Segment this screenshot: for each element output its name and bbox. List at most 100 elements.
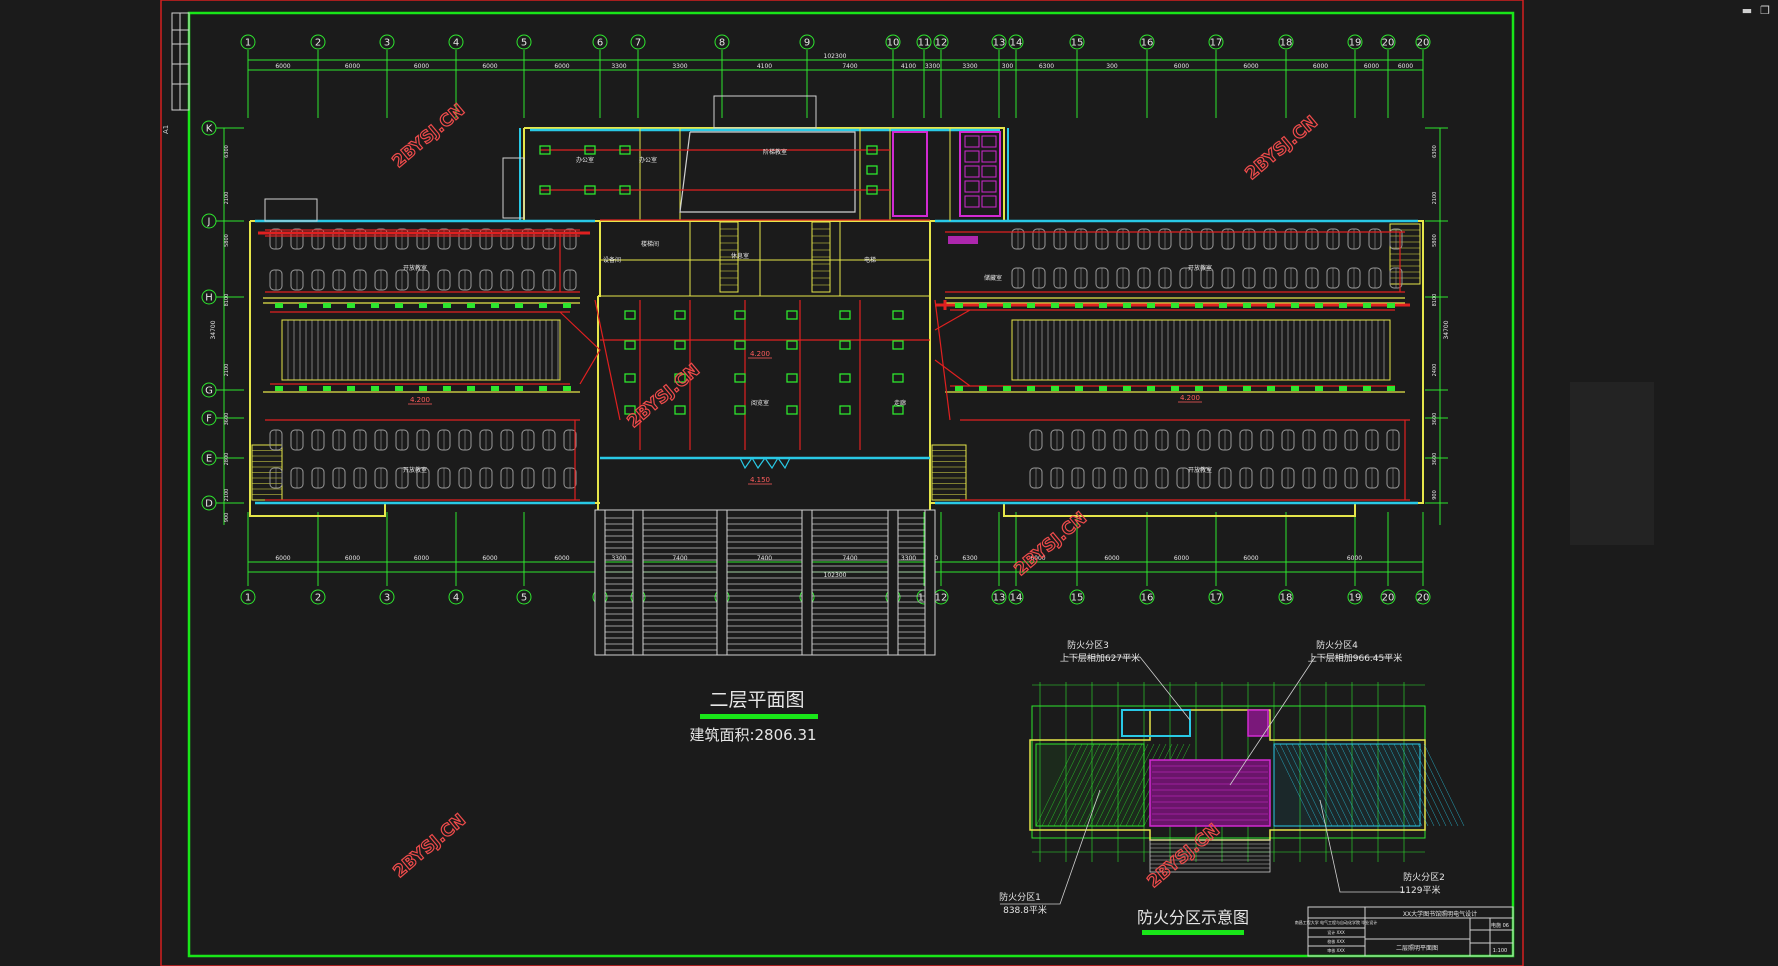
axis-label-left: H [205, 293, 213, 304]
dim-text-right: 6300 [1432, 145, 1438, 158]
light-fixture [624, 373, 636, 383]
axis-bubble [1069, 589, 1085, 605]
axis-bubble [1415, 589, 1431, 605]
axis-label-bottom: 20 [1417, 593, 1430, 604]
corridor-light [1315, 303, 1323, 308]
corridor-light [1099, 386, 1107, 391]
corridor-light [1075, 303, 1083, 308]
annex-left [502, 157, 525, 219]
fz-zone-1-hatch [1059, 743, 1101, 827]
dim-text-top: 6000 [554, 63, 569, 70]
fz-zone-3-name: 防火分区3 [1067, 639, 1109, 651]
axis-label-bottom: 3 [384, 593, 390, 604]
dim-text-bottom: 6000 [482, 555, 497, 562]
corridor-light [395, 386, 403, 391]
toilet-stall [981, 135, 997, 148]
corridor-light [1219, 303, 1227, 308]
title-block-drawing: 二层照明平面图 [1396, 945, 1438, 952]
canopy-column [801, 509, 813, 656]
room-label-lecture-hall: 阶梯教室 [763, 148, 787, 156]
axis-label-top: 12 [935, 38, 948, 49]
corridor-light [395, 303, 403, 308]
dim-text-bottom: 6000 [414, 555, 429, 562]
fz-zone-2-hatch [1321, 743, 1363, 827]
corridor-walls [263, 297, 1405, 393]
axis-bubble [630, 34, 646, 50]
dim-text-bottom: 6000 [1174, 555, 1189, 562]
axis-bubble [201, 213, 217, 229]
axis-label-top: 2 [315, 38, 321, 49]
fz-zone-2-hatch [1303, 743, 1345, 827]
fz-zone-2-hatch [1333, 743, 1375, 827]
toilet-stall [964, 135, 980, 148]
dim-total-top: 102300 [824, 53, 847, 60]
light-fixture [866, 185, 878, 195]
restore-icon[interactable]: ❐ [1760, 4, 1770, 17]
room-label-elev-a: 电梯 [864, 256, 876, 264]
dim-text-right: 5800 [1432, 234, 1438, 247]
axis-label-bottom: 2 [315, 593, 321, 604]
axis-label-top: 20 [1417, 38, 1430, 49]
corridor-light [467, 303, 475, 308]
fz-zone-2-hatch [1375, 743, 1417, 827]
dim-text-bottom: 3300 [901, 555, 916, 562]
corridor-light [347, 303, 355, 308]
corridor-light [1147, 386, 1155, 391]
minimize-icon[interactable]: ▬ [1741, 4, 1753, 17]
elevation-mark: 4.150 [750, 476, 770, 484]
axis-bubble [1415, 34, 1431, 50]
axis-bubble [916, 34, 932, 50]
room-label-reading: 阅览室 [751, 399, 769, 407]
second-floor-plan: 1122334455667788991010111112121313141415… [201, 34, 1450, 656]
fz-zone-2-hatch [1279, 743, 1321, 827]
corridor-light [955, 386, 963, 391]
fz-zone-1 [1035, 743, 1145, 827]
dim-text-top: 300 [1002, 63, 1014, 70]
corridor-light [299, 303, 307, 308]
toilet-fixture [948, 236, 978, 244]
stack-frame-east [1011, 319, 1391, 381]
corridor-light [347, 386, 355, 391]
corridor-light [1123, 303, 1131, 308]
dim-text-bottom: 6000 [1243, 555, 1258, 562]
corridor-light [1339, 303, 1347, 308]
room-label-open-classroom-sw: 开放教室 [403, 466, 427, 474]
canopy-column [632, 509, 644, 656]
axis-bubble [933, 34, 949, 50]
interior-walls [600, 128, 951, 297]
corridor-light [299, 386, 307, 391]
fz-zone-1-hatch [1047, 743, 1089, 827]
axis-label-top: 18 [1280, 38, 1293, 49]
dim-text-bottom: 7400 [672, 555, 687, 562]
dim-text-bottom: 7400 [842, 555, 857, 562]
toilet-stall [981, 180, 997, 193]
dim-text-bottom: 6000 [554, 555, 569, 562]
axis-bubble [379, 589, 395, 605]
dim-text-top: 4100 [757, 63, 772, 70]
light-fixture [786, 340, 798, 350]
axis-bubble [516, 589, 532, 605]
light-fixture [866, 165, 878, 175]
axis-bubble [201, 495, 217, 511]
corridor-light [1387, 386, 1395, 391]
room-label-office1: 办公室 [576, 156, 594, 164]
dim-text-top: 6000 [1313, 63, 1328, 70]
light-fixture [786, 405, 798, 415]
fz-zone-2-hatch [1357, 743, 1399, 827]
fz-zone-1-hatch [1125, 743, 1167, 827]
toilet-stall [981, 150, 997, 163]
corridor-light [1003, 386, 1011, 391]
canopy-column [887, 509, 899, 656]
axis-label-bottom: 15 [1071, 593, 1084, 604]
fz-zone-2 [1273, 743, 1421, 827]
axis-label-top: 4 [453, 38, 459, 49]
axis-label-top: 17 [1210, 38, 1223, 49]
title-block-reviewer: 审核 XXX [1327, 947, 1345, 953]
lecture-hall-outline [679, 131, 856, 213]
corridor-light [467, 386, 475, 391]
light-fixture [892, 373, 904, 383]
dim-total-right: 34700 [1443, 320, 1450, 339]
light-fixture [584, 145, 596, 155]
light-fixture [839, 373, 851, 383]
